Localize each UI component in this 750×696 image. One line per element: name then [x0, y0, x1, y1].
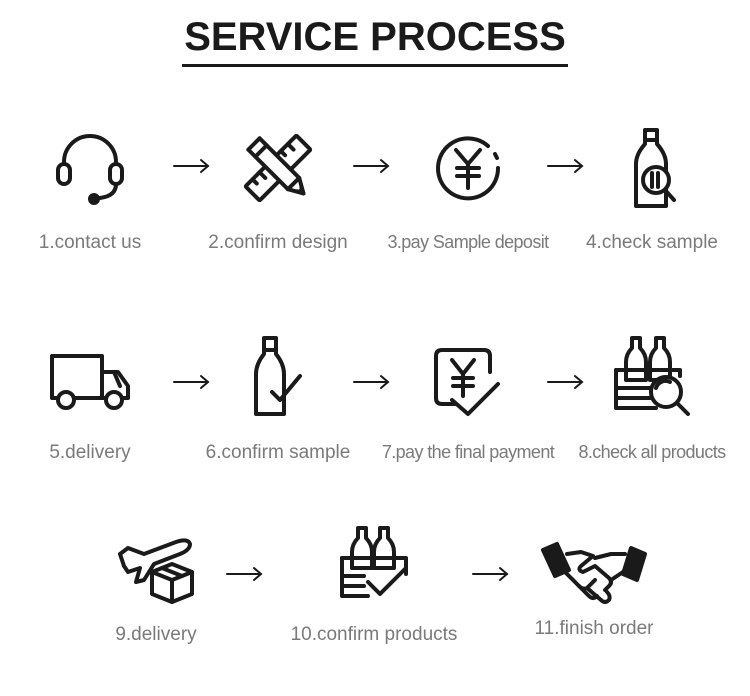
step-7: 7.pay the final payment	[378, 342, 558, 472]
bottle-magnifier-icon	[612, 128, 692, 213]
step-label: 7.pay the final payment	[381, 442, 555, 462]
step-label: 5.delivery	[49, 442, 131, 463]
bottle-check-icon	[238, 336, 318, 421]
step-4: 4.check sample	[562, 128, 742, 258]
step-label: 9.delivery	[115, 624, 197, 645]
arrow-right-icon	[226, 567, 263, 581]
step-1: 1.contact us	[0, 128, 180, 258]
crate-check-icon	[334, 526, 414, 611]
step-label: 3.pay Sample deposit	[387, 232, 549, 252]
step-label: 11.finish order	[534, 618, 654, 639]
step-11: 11.finish order	[504, 540, 684, 662]
handshake-icon	[539, 540, 649, 615]
arrow-right-icon	[173, 159, 210, 173]
step-9: 9.delivery	[66, 532, 246, 662]
pencil-ruler-icon	[238, 128, 318, 213]
step-8: 8.check all products	[562, 336, 742, 472]
step-label: 4.check sample	[585, 232, 718, 253]
step-label: 1.contact us	[38, 232, 142, 253]
arrow-right-icon	[547, 159, 584, 173]
step-label: 2.confirm design	[208, 232, 348, 253]
arrow-right-icon	[353, 159, 390, 173]
yen-coin-icon	[428, 128, 508, 213]
step-label: 6.confirm sample	[205, 442, 351, 463]
step-6: 6.confirm sample	[188, 336, 368, 472]
yen-check-icon	[428, 342, 508, 427]
step-3: 3.pay Sample deposit	[378, 128, 558, 258]
arrow-right-icon	[353, 375, 390, 389]
truck-icon	[48, 342, 132, 427]
step-10: 10.confirm products	[284, 526, 464, 662]
step-label: 8.check all products	[578, 442, 726, 462]
airplane-box-icon	[114, 532, 198, 613]
step-5: 5.delivery	[0, 342, 180, 472]
crate-magnifier-icon	[610, 336, 694, 425]
headset-icon	[50, 128, 130, 213]
arrow-right-icon	[173, 375, 210, 389]
arrow-right-icon	[472, 567, 509, 581]
arrow-right-icon	[547, 375, 584, 389]
page-title-wrap: SERVICE PROCESS	[0, 14, 750, 67]
step-2: 2.confirm design	[188, 128, 368, 258]
page-title: SERVICE PROCESS	[182, 14, 568, 67]
step-label: 10.confirm products	[290, 624, 458, 645]
